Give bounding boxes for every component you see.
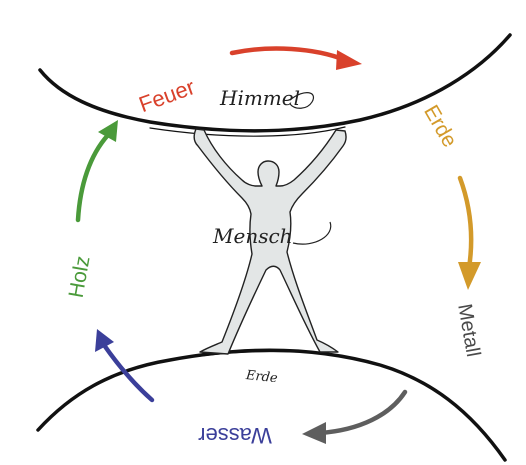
earth-arc bbox=[36, 348, 507, 462]
earth-arc-inner bbox=[199, 350, 341, 357]
mensch-flourish bbox=[292, 221, 332, 245]
himmel-flourish bbox=[289, 92, 314, 109]
arrow-wasser-to-holz bbox=[95, 329, 155, 403]
heaven-arc bbox=[38, 33, 512, 133]
label-wasser: Wasser bbox=[198, 423, 272, 448]
heaven-arc-inner bbox=[149, 126, 346, 137]
arrow-holz-to-feuer bbox=[75, 120, 118, 223]
label-erde: Erde bbox=[419, 101, 461, 151]
arrow-metall-to-wasser bbox=[302, 389, 408, 444]
inscription-erde-ground: Erde bbox=[244, 368, 278, 386]
human-figure bbox=[193, 128, 347, 355]
arrow-feuer-to-erde bbox=[229, 46, 362, 70]
label-feuer: Feuer bbox=[135, 74, 198, 117]
inscription-mensch: Mensch bbox=[212, 224, 293, 248]
arrow-erde-to-metall bbox=[457, 175, 481, 290]
inscription-himmel: Himmel bbox=[219, 86, 300, 110]
label-metall: Metall bbox=[453, 302, 484, 358]
label-holz: Holz bbox=[65, 254, 95, 299]
